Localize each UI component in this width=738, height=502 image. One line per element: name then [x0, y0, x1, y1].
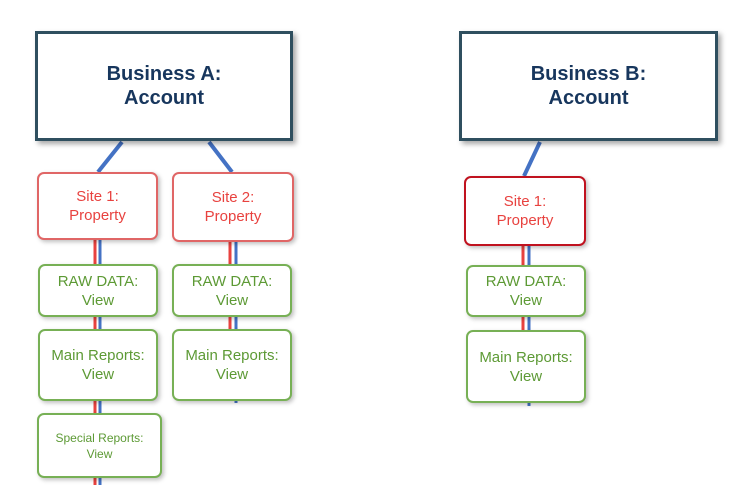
business-a-site1-special-reports-view-box: Special Reports: View — [37, 413, 162, 478]
business-a-site1-main-reports-view-box: Main Reports: View — [38, 329, 158, 401]
business-a-site2-raw-data-view-box: RAW DATA: View — [172, 264, 292, 317]
business-a-site2-property-title: Site 2: — [211, 189, 255, 206]
business-b-site1-main-reports-view-box: Main Reports: View — [466, 330, 586, 403]
business-b-site1-property-subtitle: Property — [496, 212, 554, 229]
business-a-site1-special-reports-title: Special Reports: — [55, 430, 144, 445]
business-a-site2-main-reports-title: Main Reports: — [185, 347, 279, 364]
business-a-site1-raw-data-subtitle: View — [81, 291, 115, 309]
business-a-site2-raw-data-title: RAW DATA: — [191, 272, 273, 290]
business-b-site1-raw-data-subtitle: View — [509, 292, 543, 309]
business-b-site1-property-title: Site 1: — [503, 193, 547, 210]
business-b-site1-main-reports-subtitle: View — [509, 367, 543, 385]
connector-b-to-site1 — [522, 141, 542, 177]
business-b-site1-raw-data-title: RAW DATA: — [485, 273, 567, 290]
business-a-site1-main-reports-subtitle: View — [81, 366, 115, 383]
business-a-site2-property-box: Site 2: Property — [172, 172, 294, 242]
business-a-site1-raw-data-title: RAW DATA: — [57, 272, 139, 290]
business-a-site2-raw-data-subtitle: View — [215, 291, 249, 309]
connector-a-to-site2 — [207, 140, 234, 174]
business-b-site1-raw-data-view-box: RAW DATA: View — [466, 265, 586, 317]
business-a-account-title: Business A: — [106, 63, 222, 85]
business-a-account-box: Business A: Account — [35, 31, 293, 141]
business-b-site1-main-reports-title: Main Reports: — [479, 348, 573, 366]
business-a-site2-main-reports-subtitle: View — [215, 366, 249, 383]
business-a-site2-main-reports-view-box: Main Reports: View — [172, 329, 292, 401]
business-b-site1-property-box: Site 1: Property — [464, 176, 586, 246]
business-a-site1-property-subtitle: Property — [69, 207, 126, 224]
business-a-site2-property-subtitle: Property — [204, 208, 262, 225]
connector-a-to-site1 — [96, 140, 124, 174]
business-a-site1-main-reports-title: Main Reports: — [51, 347, 145, 364]
business-a-account-subtitle: Account — [124, 87, 204, 109]
business-a-site1-property-box: Site 1: Property — [37, 172, 158, 240]
business-b-account-box: Business B: Account — [459, 31, 718, 141]
business-b-account-subtitle: Account — [548, 87, 629, 109]
business-a-site1-raw-data-view-box: RAW DATA: View — [38, 264, 158, 317]
business-a-site1-special-reports-subtitle: View — [86, 446, 113, 461]
business-b-account-title: Business B: — [530, 63, 647, 85]
business-a-site1-property-title: Site 1: — [76, 188, 119, 205]
